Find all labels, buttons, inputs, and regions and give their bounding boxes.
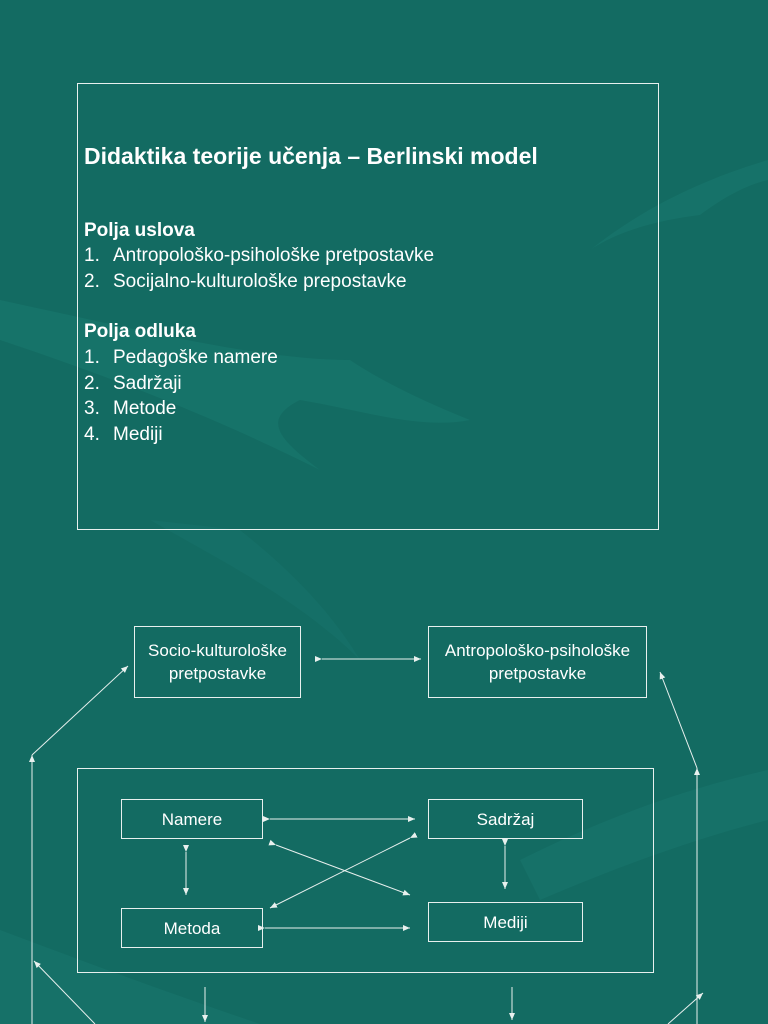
node-line: Antropološko-psihološke <box>444 641 631 660</box>
item-label: Pedagoške namere <box>113 347 278 368</box>
decisions-item: 1. Pedagoške namere <box>84 347 278 369</box>
node-line: Socio-kulturološke <box>148 641 287 660</box>
item-number: 3. <box>84 398 100 419</box>
item-label: Sadržaji <box>113 373 182 394</box>
item-number: 4. <box>84 424 100 445</box>
decisions-item: 3. Metode <box>84 398 176 420</box>
anthropo-psych-node: Antropološko-psihološke pretpostavke <box>428 626 647 698</box>
node-line: pretpostavke <box>488 664 587 683</box>
decisions-item: 4. Mediji <box>84 424 163 446</box>
text-frame <box>77 83 659 530</box>
conditions-heading: Polja uslova <box>84 220 195 241</box>
decisions-item: 2. Sadržaji <box>84 373 182 395</box>
conditions-item: 2. Socijalno-kulturološke prepostavke <box>84 271 407 293</box>
sadrzaj-node: Sadržaj <box>428 799 583 839</box>
node-line: pretpostavke <box>168 664 267 683</box>
item-number: 1. <box>84 347 100 368</box>
item-number: 2. <box>84 271 100 292</box>
item-label: Mediji <box>113 424 163 445</box>
conditions-item: 1. Antropološko-psihološke pretpostavke <box>84 245 434 267</box>
decision-fields-frame <box>77 768 654 973</box>
item-number: 1. <box>84 245 100 266</box>
metoda-node: Metoda <box>121 908 263 948</box>
slide-title: Didaktika teorije učenja – Berlinski mod… <box>84 143 538 169</box>
namere-node: Namere <box>121 799 263 839</box>
item-label: Metode <box>113 398 177 419</box>
decisions-heading: Polja odluka <box>84 321 196 342</box>
socio-cultural-node: Socio-kulturološke pretpostavke <box>134 626 301 698</box>
item-label: Socijalno-kulturološke prepostavke <box>113 271 407 292</box>
item-label: Antropološko-psihološke pretpostavke <box>113 245 435 266</box>
item-number: 2. <box>84 373 100 394</box>
mediji-node: Mediji <box>428 902 583 942</box>
